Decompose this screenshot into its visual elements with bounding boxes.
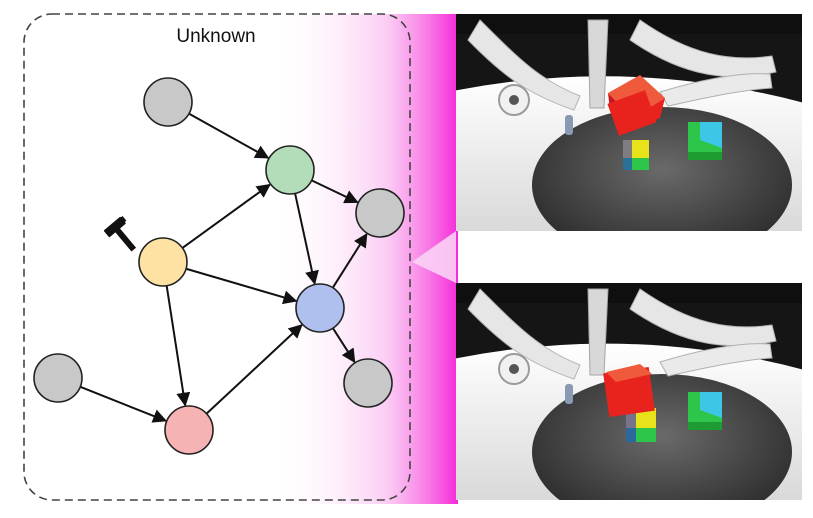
cube-green-cyan — [688, 122, 722, 160]
scene-before — [456, 14, 802, 231]
robot-finger-left — [467, 288, 581, 380]
connector-wedge — [412, 231, 456, 283]
node-n4 — [138, 237, 188, 287]
node-n8 — [164, 405, 214, 455]
graph-edges — [79, 112, 368, 423]
graph-nodes — [33, 77, 405, 455]
node-n6 — [33, 353, 83, 403]
node-n1 — [143, 77, 193, 127]
edge-n2-n3 — [311, 179, 359, 204]
cube-red — [607, 75, 665, 136]
bowl-plate — [532, 107, 792, 231]
robot-finger-right — [629, 19, 777, 78]
panel-title: Unknown — [176, 26, 255, 47]
edge-n5-n7 — [332, 327, 356, 364]
robot-finger-right — [629, 288, 777, 347]
edge-n2-n5 — [294, 193, 319, 285]
finger-tip — [565, 115, 573, 135]
node-n5 — [295, 283, 345, 333]
unknown-panel-border — [23, 13, 411, 501]
hammer-icon — [103, 215, 137, 252]
cube-green-cyan — [688, 392, 722, 430]
cube-red — [603, 364, 655, 417]
bowl-plate — [532, 374, 792, 500]
node-n2 — [265, 145, 315, 195]
cube-yellow-green — [623, 140, 649, 170]
robot-finger-center — [587, 19, 609, 109]
edge-n4-n2 — [181, 183, 271, 249]
edge-n1-n2 — [188, 112, 270, 159]
edge-n8-n5 — [205, 324, 303, 415]
node-n7 — [343, 358, 393, 408]
edge-n6-n8 — [79, 385, 168, 423]
node-n3 — [355, 188, 405, 238]
cube-yellow-green — [626, 408, 656, 442]
edge-n4-n8 — [165, 285, 191, 407]
finger-tip — [565, 384, 573, 404]
robot-finger-center — [587, 288, 609, 376]
scene-after — [456, 283, 802, 500]
robot-finger-left — [467, 19, 581, 111]
edge-n4-n5 — [185, 267, 298, 305]
edge-n5-n3 — [331, 232, 368, 289]
